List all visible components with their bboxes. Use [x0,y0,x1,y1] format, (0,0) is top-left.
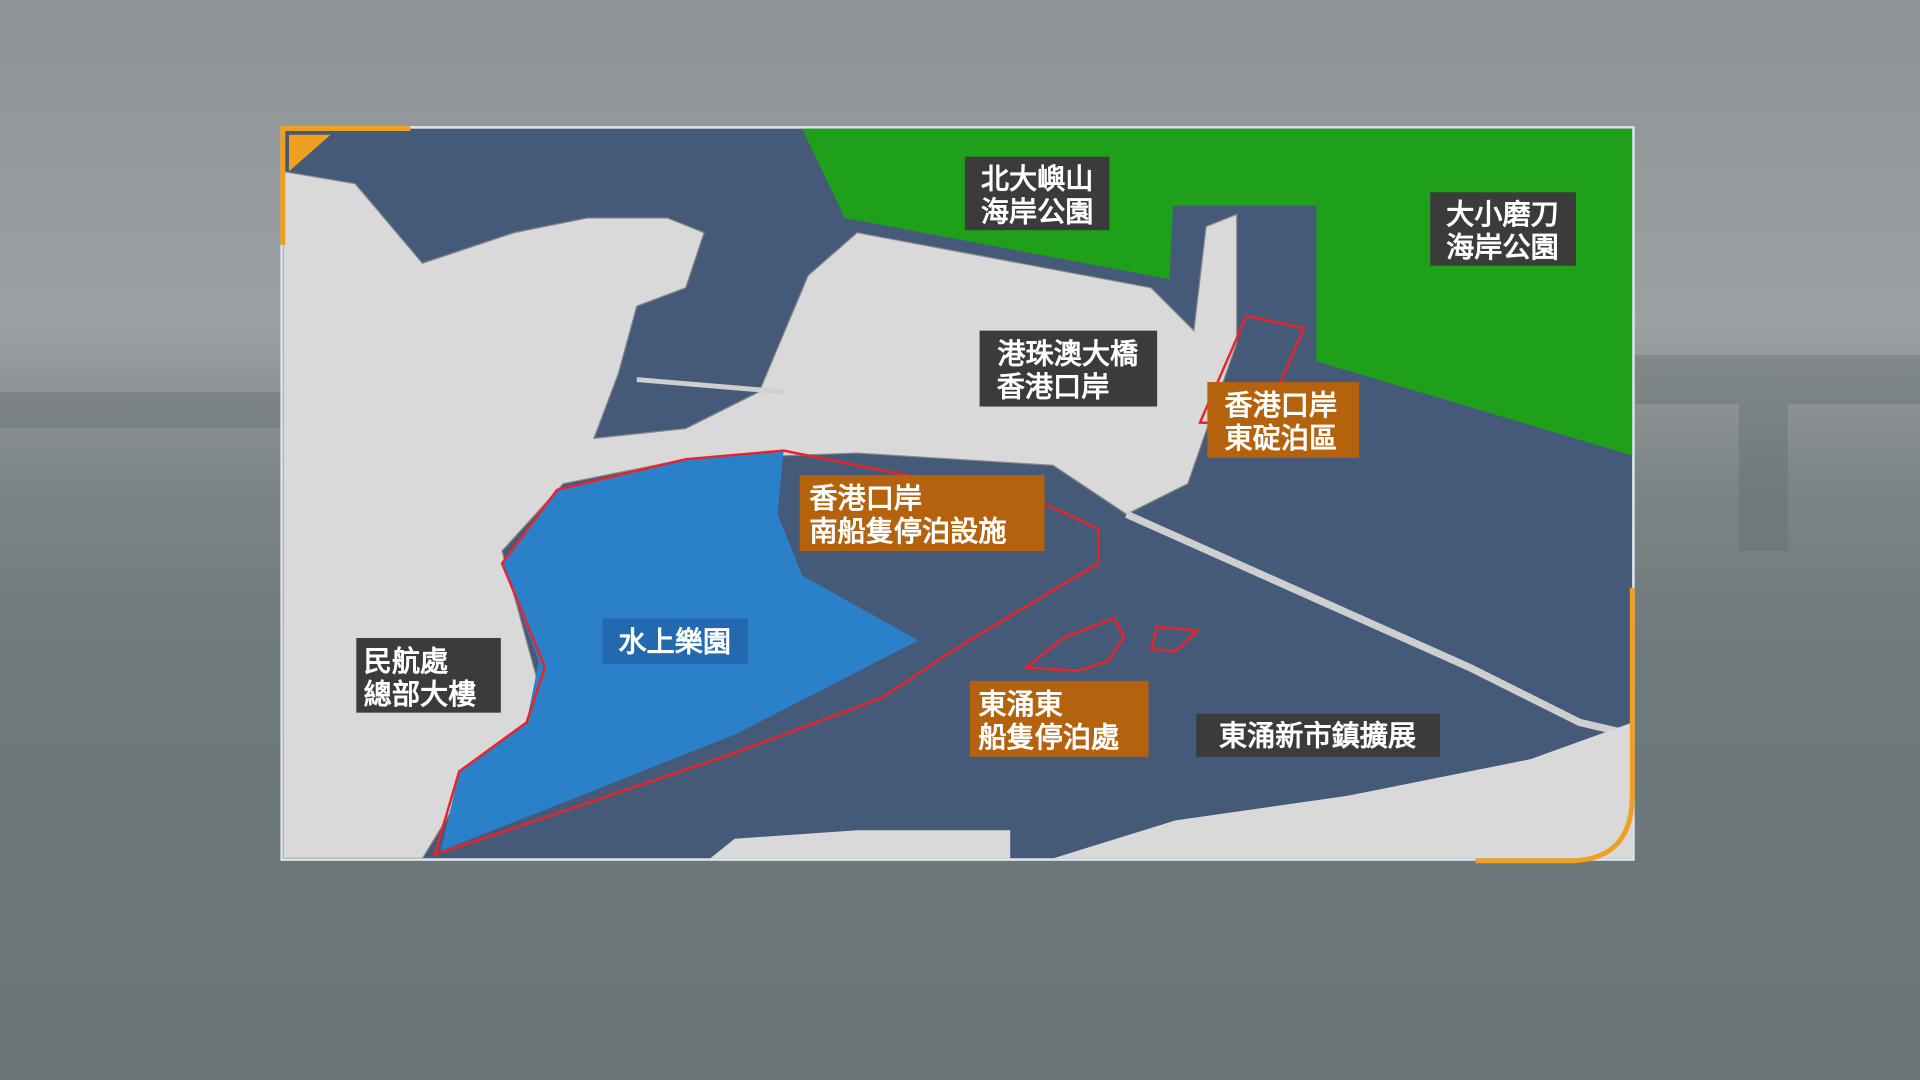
svg-text:水上樂園: 水上樂園 [618,625,731,658]
label-north-lantau-park: 北大嶼山 海岸公園 [964,156,1110,231]
label-east-anchorage: 香港口岸 東碇泊區 [1207,382,1360,458]
south-island-land [710,830,1011,859]
svg-text:東涌新市鎮擴展: 東涌新市鎮擴展 [1219,720,1417,753]
background-bridge [0,355,1920,552]
svg-text:南船隻停泊設施: 南船隻停泊設施 [809,515,1006,548]
svg-text:海岸公園: 海岸公園 [981,196,1094,229]
frame-corner-accent [280,126,411,245]
svg-text:大小磨刀: 大小磨刀 [1446,198,1559,231]
svg-text:東涌東: 東涌東 [978,688,1062,721]
tung-chung-land [1053,722,1633,859]
svg-text:海岸公園: 海岸公園 [1446,231,1559,264]
svg-text:總部大樓: 總部大樓 [364,678,477,711]
frame-corner-triangle [288,134,331,172]
svg-text:港珠澳大橋: 港珠澳大橋 [997,338,1139,371]
label-hzmb-port: 港珠澳大橋 香港口岸 [979,330,1158,407]
svg-text:北大嶼山: 北大嶼山 [981,163,1094,196]
label-water-park: 水上樂園 [602,618,749,664]
bridge-line [1125,510,1633,739]
frame-corner-accent [1475,587,1635,864]
svg-text:香港口岸: 香港口岸 [809,482,922,515]
label-tung-chung-extension: 東涌新市鎮擴展 [1196,713,1440,757]
label-cad-hq: 民航處 總部大樓 [356,637,501,713]
label-south-berthing: 香港口岸 南船隻停泊設施 [799,475,1045,552]
tung-chung-east-berth-outline [1022,616,1201,673]
svg-text:船隻停泊處: 船隻停泊處 [978,721,1120,754]
svg-text:東碇泊區: 東碇泊區 [1224,422,1337,455]
label-brothers-park: 大小磨刀 海岸公園 [1430,192,1576,266]
svg-text:香港口岸: 香港口岸 [1224,389,1337,422]
label-tung-chung-east-berth: 東涌東 船隻停泊處 [969,680,1149,757]
svg-text:香港口岸: 香港口岸 [997,371,1110,404]
connector-road [636,377,784,395]
svg-text:民航處: 民航處 [364,645,449,678]
south-berthing-outline [432,449,1100,857]
